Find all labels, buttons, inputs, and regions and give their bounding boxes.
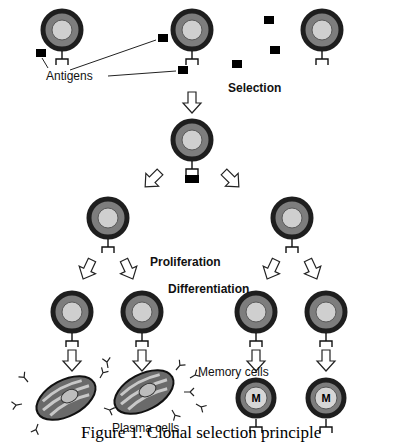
memory-cell: M <box>235 377 277 419</box>
figure-caption: Figure 1. Clonal selection principle <box>81 424 321 443</box>
memory-cell: M <box>305 377 347 419</box>
stage-label: Proliferation <box>150 256 221 269</box>
antigens-label: Antigens <box>46 70 93 83</box>
cell-letter: M <box>235 377 277 419</box>
cell-letter: M <box>305 377 347 419</box>
cell-type-label: Memory cells <box>198 366 269 379</box>
stage-label: Selection <box>228 82 281 95</box>
stage-label: Differentiation <box>168 283 249 296</box>
